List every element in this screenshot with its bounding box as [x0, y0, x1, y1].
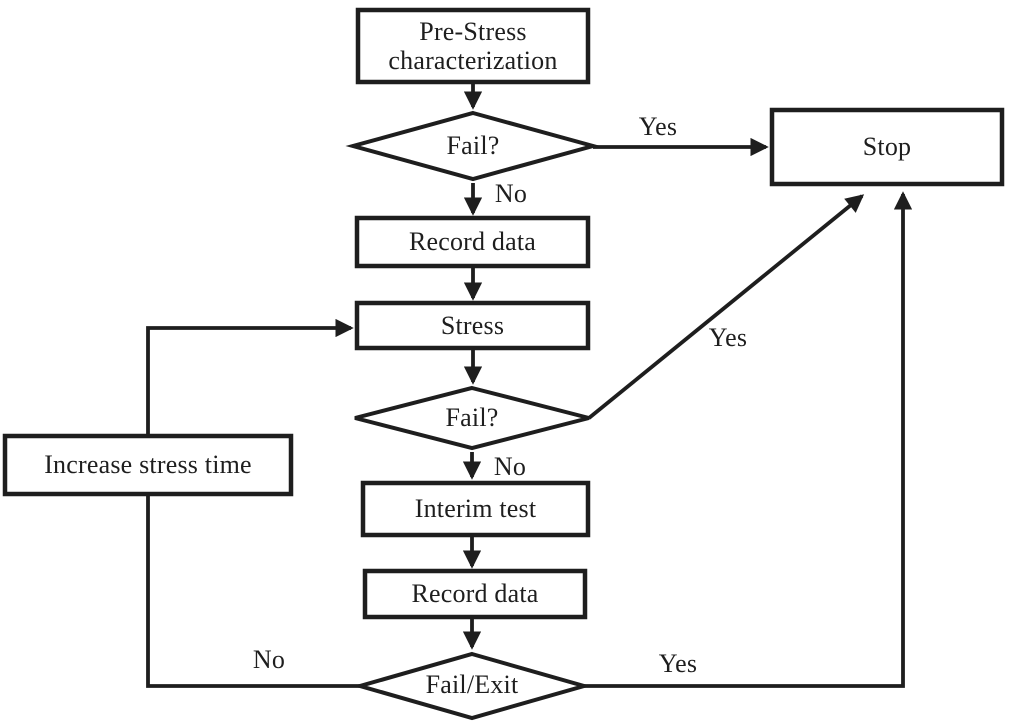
edge-failexit-no-loop-to-stress	[146, 318, 360, 688]
fail-exit-diamond	[352, 651, 592, 721]
interim-test-box	[360, 480, 591, 538]
record-data-2-box	[362, 568, 588, 620]
increase-stress-time-box	[2, 433, 294, 497]
stress-box	[354, 300, 591, 351]
record-data-1-box	[354, 215, 591, 269]
stop-box	[769, 107, 1005, 187]
edge-fail2-yes-to-stop	[587, 194, 865, 420]
fail-1-diamond	[345, 110, 601, 182]
pre-stress-characterization-box	[355, 7, 591, 85]
edge-failexit-yes-to-stop	[584, 191, 913, 688]
fail-2-diamond	[354, 385, 590, 451]
